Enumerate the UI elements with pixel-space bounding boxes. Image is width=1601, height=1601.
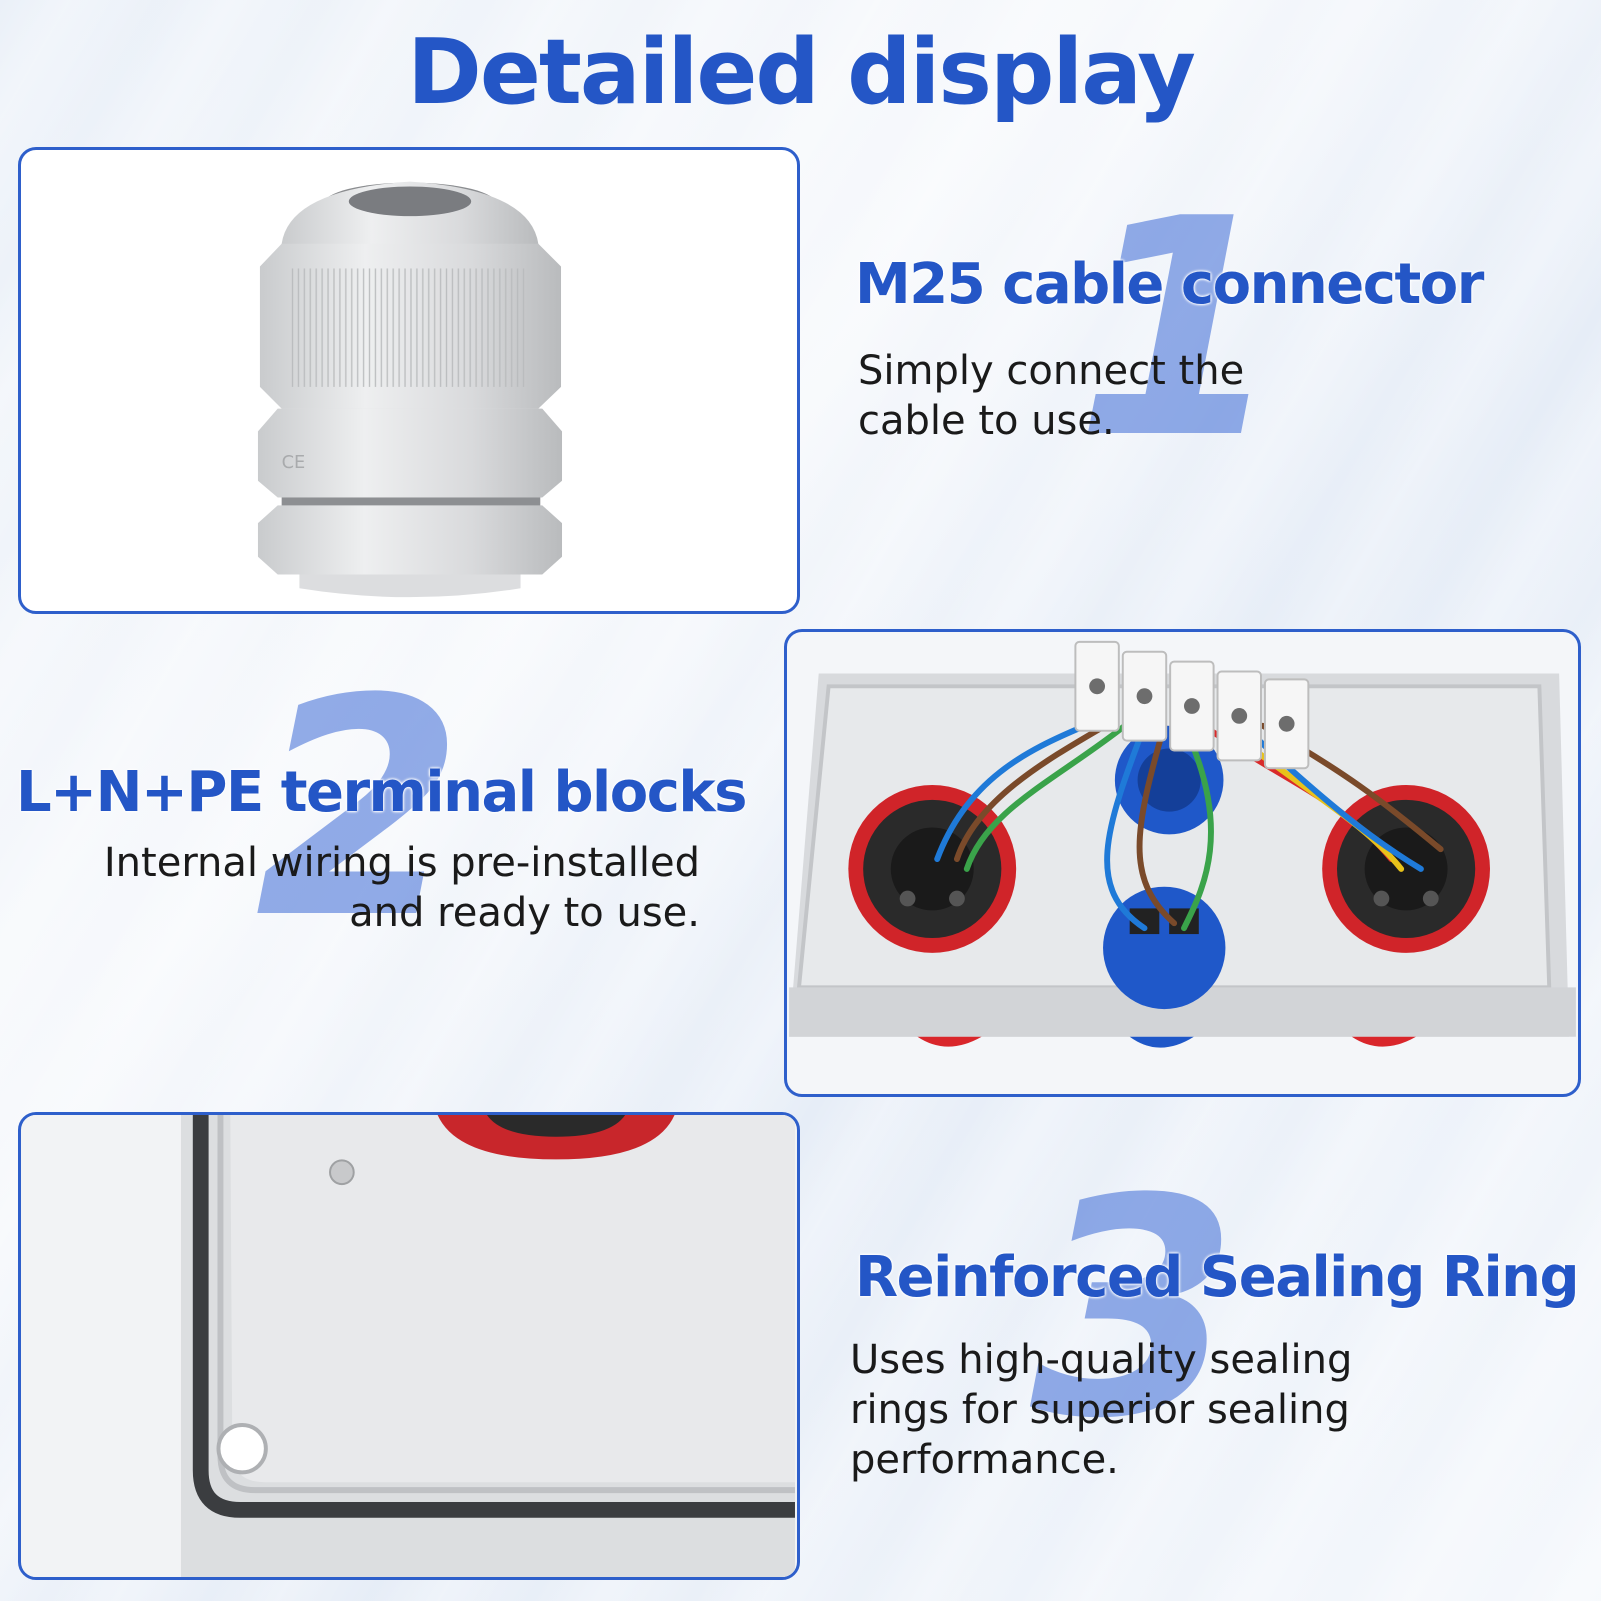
- feature-1-title: M25 cable connector: [855, 252, 1484, 317]
- cable-gland-illustration: CE: [257, 181, 563, 598]
- terminal-blocks-image-panel: [784, 629, 1581, 1097]
- sealing-ring-illustration: [23, 1115, 795, 1577]
- sealing-ring-image-panel: [18, 1112, 800, 1580]
- feature-1-description: Simply connect the cable to use.: [858, 348, 1245, 444]
- feature-1-number: 1: [1075, 155, 1284, 504]
- svg-text:CE: CE: [282, 453, 306, 473]
- feature-3-number: 3: [1030, 1135, 1239, 1484]
- page-title: Detailed display: [407, 20, 1196, 125]
- feature-2-title: L+N+PE terminal blocks: [16, 760, 747, 825]
- cable-connector-image-panel: CE: [18, 147, 800, 614]
- feature-2-number: 2: [255, 635, 464, 984]
- feature-3-description: Uses high-quality sealing rings for supe…: [850, 1337, 1353, 1483]
- wiring-illustration: [789, 640, 1576, 1048]
- feature-3-title: Reinforced Sealing Ring: [855, 1245, 1580, 1310]
- feature-2-description: Internal wiring is pre-installed and rea…: [103, 840, 700, 936]
